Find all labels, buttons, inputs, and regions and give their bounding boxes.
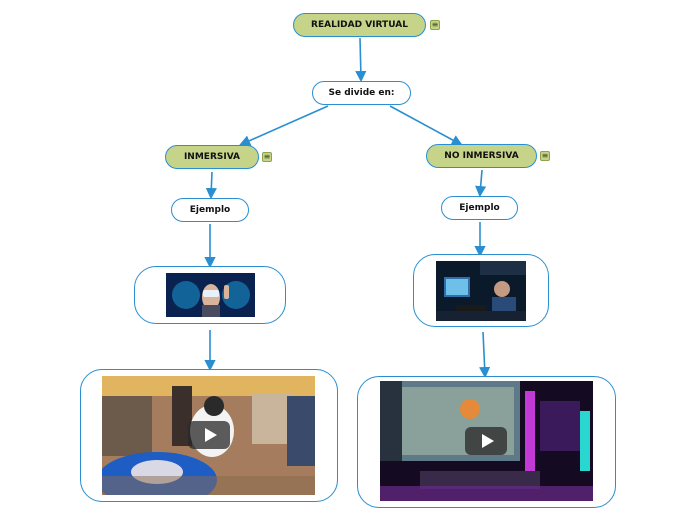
node-ejemplo-right-label: Ejemplo: [459, 203, 500, 213]
play-button[interactable]: [188, 421, 230, 449]
topic-realidad-virtual[interactable]: REALIDAD VIRTUAL: [293, 13, 426, 37]
play-icon: [481, 434, 494, 448]
vr-headset-image: [166, 273, 255, 317]
node-se-divide-en-label: Se divide en:: [328, 88, 395, 98]
non-immersive-video-thumbnail[interactable]: [380, 381, 593, 501]
play-icon: [204, 428, 217, 442]
connector-root-divide: [355, 37, 367, 83]
connector-image-video-right: [479, 331, 491, 379]
connector-divide-nonimmersive: [389, 105, 463, 146]
topic-no-inmersiva-label: NO INMERSIVA: [444, 151, 519, 161]
immersive-video-thumbnail[interactable]: [102, 376, 315, 495]
topic-inmersiva-label: INMERSIVA: [183, 152, 241, 162]
connector-divide-immersive: [239, 105, 329, 146]
connector-nonimmersive-example: [475, 169, 487, 198]
node-ejemplo-left-label: Ejemplo: [189, 205, 231, 215]
connector-immersive-example: [205, 171, 217, 200]
node-ejemplo-left[interactable]: Ejemplo: [171, 198, 249, 222]
notes-icon[interactable]: ≡: [262, 152, 272, 162]
node-ejemplo-right[interactable]: Ejemplo: [441, 196, 518, 220]
notes-icon[interactable]: ≡: [540, 151, 550, 161]
topic-realidad-virtual-label: REALIDAD VIRTUAL: [311, 20, 408, 30]
gamer-pc-image: [436, 261, 526, 321]
topic-no-inmersiva[interactable]: NO INMERSIVA: [426, 144, 537, 168]
play-button[interactable]: [465, 427, 507, 455]
topic-inmersiva[interactable]: INMERSIVA: [165, 145, 259, 169]
notes-icon[interactable]: ≡: [430, 20, 440, 30]
node-se-divide-en[interactable]: Se divide en:: [312, 81, 411, 105]
